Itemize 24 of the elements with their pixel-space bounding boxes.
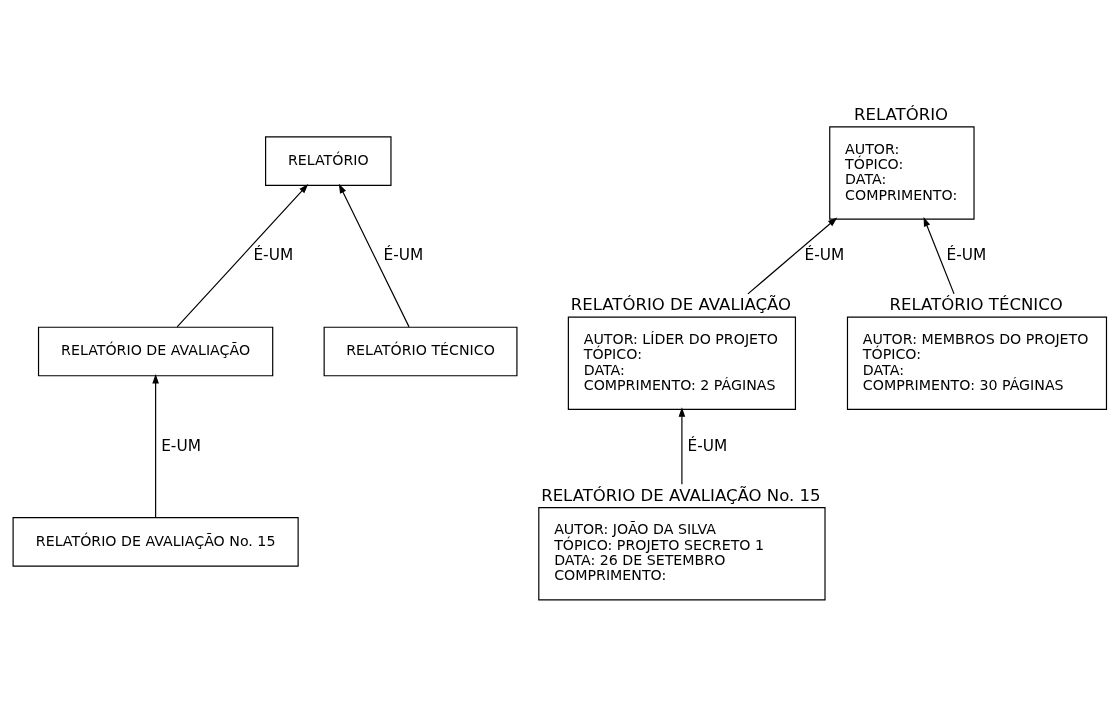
arrow: [678, 406, 686, 485]
node-box: RELATÓRIO: [265, 135, 392, 186]
node-box: RELATÓRIO DE AVALIAÇÃO: [37, 326, 274, 376]
node-box: RELATÓRIO DE AVALIAÇÃO No. 15: [12, 516, 299, 567]
arrow: [152, 373, 159, 518]
node-label: RELATÓRIO DE AVALIAÇÃO: [570, 294, 792, 314]
arrow: [923, 216, 955, 294]
edge-label: É-UM: [253, 245, 294, 264]
node-label: RELATÓRIO DE AVALIAÇÃO No. 15: [541, 485, 821, 505]
node-box: RELATÓRIO TÉCNICO: [323, 326, 518, 376]
arrow: [747, 217, 838, 294]
node-box: AUTOR: LÍDER DO PROJETO TÓPICO: DATA: COMPRIMENTO: 2 PÁGINAS: [567, 316, 797, 410]
edge-label: E-UM: [161, 436, 201, 455]
node-label: RELATÓRIO TÉCNICO: [889, 294, 1063, 314]
edge-label: É-UM: [383, 245, 424, 264]
node-box: AUTOR: JOÃO DA SILVA TÓPICO: PROJETO SECRETO 1 DATA: 26 DE SETEMBRO COMPRIMENTO:: [538, 506, 826, 600]
edge-label: É-UM: [946, 245, 987, 264]
node-label: RELATÓRIO: [853, 104, 949, 124]
node-box: AUTOR: MEMBROS DO PROJETO TÓPICO: DATA: COMPRIMENTO: 30 PÁGINAS: [846, 316, 1108, 410]
node-box: AUTOR: TÓPICO: DATA: COMPRIMENTO:: [829, 125, 975, 220]
edge-label: É-UM: [804, 245, 845, 264]
arrow: [176, 183, 309, 327]
arrow: [338, 183, 410, 327]
edge-label: É-UM: [687, 436, 728, 455]
